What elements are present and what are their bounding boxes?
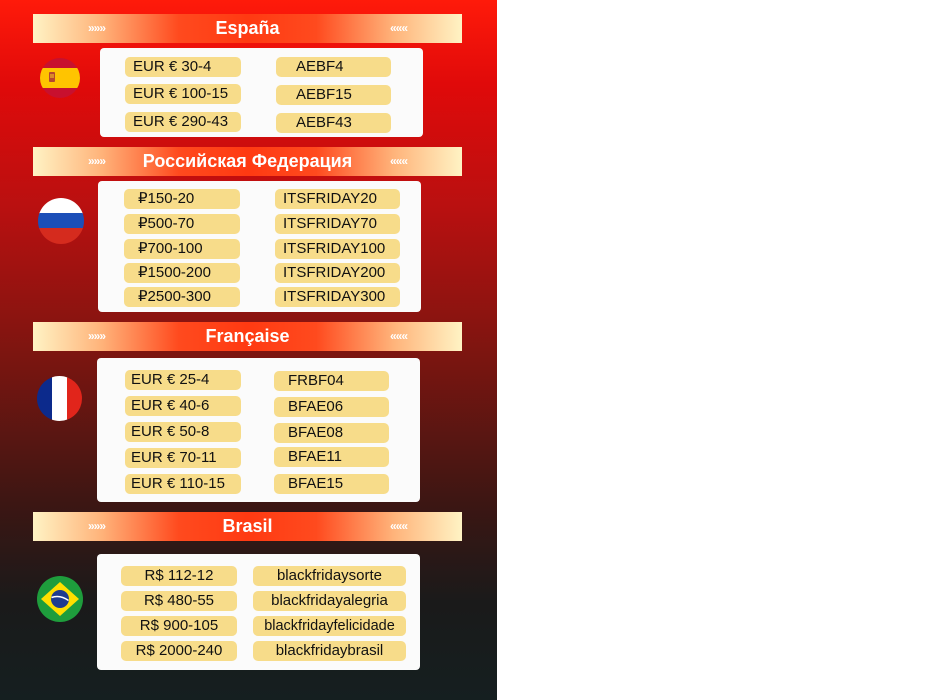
coupon-code[interactable]: blackfridayalegria — [253, 591, 406, 611]
arrows-left-icon: ««« — [389, 154, 408, 168]
coupon-code[interactable]: AEBF43 — [276, 113, 391, 133]
codes-panel-brazil: R$ 112-12 blackfridaysorte R$ 480-55 bla… — [97, 554, 420, 670]
amount-pill: ₽1500-200 — [124, 263, 240, 283]
section-title: Française — [205, 326, 290, 346]
codes-panel-russia: ₽150-20 ITSFRIDAY20 ₽500-70 ITSFRIDAY70 … — [98, 181, 421, 312]
arrows-left-icon: ««« — [389, 519, 408, 533]
amount-pill: EUR € 40-6 — [125, 396, 241, 416]
arrows-right-icon: »»» — [88, 329, 106, 343]
coupon-code[interactable]: AEBF15 — [276, 85, 391, 105]
coupon-code[interactable]: BFAE15 — [274, 474, 389, 494]
amount-pill: EUR € 30-4 — [125, 57, 241, 77]
amount-pill: R$ 112-12 — [121, 566, 237, 586]
amount-pill: EUR € 110-15 — [125, 474, 241, 494]
coupon-code[interactable]: blackfridaybrasil — [253, 641, 406, 661]
amount-pill: EUR € 70-11 — [125, 448, 241, 468]
coupon-code[interactable]: blackfridayfelicidade — [253, 616, 406, 636]
arrows-left-icon: ««« — [389, 21, 408, 35]
section-title: España — [215, 18, 280, 38]
amount-pill: ₽500-70 — [124, 214, 240, 234]
section-title: Brasil — [222, 516, 273, 536]
amount-pill: EUR € 50-8 — [125, 422, 241, 442]
coupon-code[interactable]: ITSFRIDAY20 — [275, 189, 400, 209]
coupon-code[interactable]: BFAE08 — [274, 423, 389, 443]
amount-pill: EUR € 25-4 — [125, 370, 241, 390]
coupon-code[interactable]: BFAE11 — [274, 447, 389, 467]
arrows-right-icon: »»» — [88, 519, 106, 533]
section-title: Российская Федерация — [142, 151, 353, 171]
brazil-flag-icon — [37, 576, 83, 622]
coupon-code[interactable]: ITSFRIDAY100 — [275, 239, 400, 259]
coupon-code[interactable]: ITSFRIDAY200 — [275, 263, 400, 283]
section-banner-france: »»» Française ««« — [33, 322, 462, 351]
france-flag-icon — [37, 376, 82, 421]
amount-pill: R$ 480-55 — [121, 591, 237, 611]
russia-flag-icon — [38, 198, 84, 244]
arrows-left-icon: ««« — [389, 329, 408, 343]
coupon-poster: »»» España ««« EUR € 30-4 AEBF4 EUR € 10… — [0, 0, 497, 700]
arrows-right-icon: »»» — [88, 154, 106, 168]
section-banner-spain: »»» España ««« — [33, 14, 462, 43]
section-banner-brazil: »»» Brasil ««« — [33, 512, 462, 541]
coupon-code[interactable]: ITSFRIDAY70 — [275, 214, 400, 234]
amount-pill: ₽150-20 — [124, 189, 240, 209]
spain-flag-icon — [40, 58, 80, 98]
amount-pill: EUR € 290-43 — [125, 112, 241, 132]
codes-panel-france: EUR € 25-4 FRBF04 EUR € 40-6 BFAE06 EUR … — [97, 358, 420, 502]
codes-panel-spain: EUR € 30-4 AEBF4 EUR € 100-15 AEBF15 EUR… — [100, 48, 423, 137]
coupon-code[interactable]: ITSFRIDAY300 — [275, 287, 400, 307]
coupon-code[interactable]: FRBF04 — [274, 371, 389, 391]
amount-pill: ₽700-100 — [124, 239, 240, 259]
amount-pill: EUR € 100-15 — [125, 84, 241, 104]
coupon-code[interactable]: blackfridaysorte — [253, 566, 406, 586]
amount-pill: R$ 900-105 — [121, 616, 237, 636]
section-banner-russia: »»» Российская Федерация ««« — [33, 147, 462, 176]
arrows-right-icon: »»» — [88, 21, 106, 35]
coupon-code[interactable]: BFAE06 — [274, 397, 389, 417]
amount-pill: R$ 2000-240 — [121, 641, 237, 661]
coupon-code[interactable]: AEBF4 — [276, 57, 391, 77]
amount-pill: ₽2500-300 — [124, 287, 240, 307]
